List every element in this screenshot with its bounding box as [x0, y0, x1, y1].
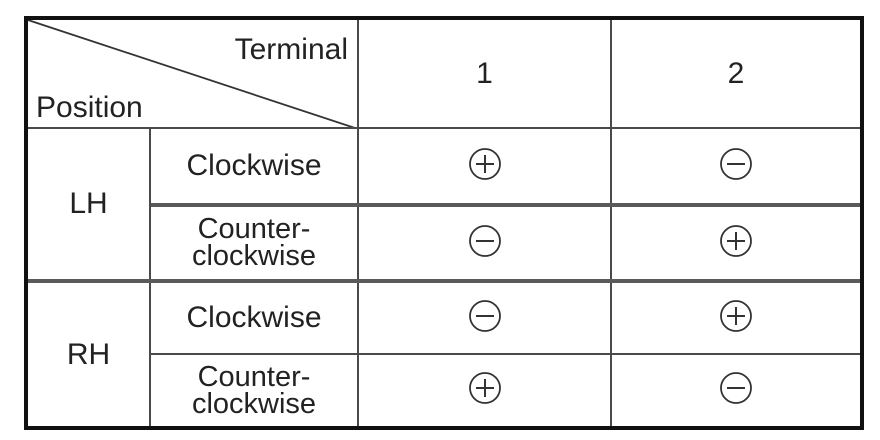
polarity-cell [359, 283, 610, 353]
circled-plus-icon [720, 299, 752, 332]
circled-minus-icon [720, 147, 752, 180]
polarity-cell [359, 207, 610, 279]
rh-row-divider-line [151, 353, 860, 355]
corner-label-terminal: Terminal [208, 30, 348, 70]
circled-plus-icon [468, 372, 501, 404]
position-lh-label: LH [69, 187, 108, 220]
position-rh-label: RH [66, 337, 111, 371]
terminal-2-label: 2 [727, 56, 745, 90]
terminal-divider-line [610, 20, 612, 426]
position-lh-cell: LH [28, 129, 149, 279]
polarity-cell [612, 283, 860, 353]
direction-label: Clockwise [186, 149, 322, 182]
polarity-cell [359, 129, 610, 203]
position-divider-line [149, 129, 151, 426]
circled-plus-icon [720, 224, 752, 257]
polarity-cell [359, 355, 610, 426]
direction-cell: Clockwise [151, 129, 357, 203]
polarity-cell [612, 355, 860, 426]
circled-minus-icon [720, 372, 752, 404]
header-bottom-line [28, 127, 860, 129]
direction-label: Counter- clockwise [191, 213, 317, 272]
polarity-cell [612, 129, 860, 203]
header-diagonal-line [28, 20, 358, 129]
circled-minus-icon [468, 224, 501, 257]
terminal-2-header: 2 [612, 20, 860, 127]
direction-cell: Counter- clockwise [151, 355, 357, 426]
direction-label: Counter- clockwise [191, 360, 317, 420]
circled-minus-icon [468, 299, 501, 332]
direction-label: Clockwise [186, 301, 322, 334]
polarity-table: Terminal Position 1 2 LH RH Clockwise Co… [24, 16, 864, 430]
terminal-header-text: Terminal [234, 33, 348, 66]
circled-plus-icon [468, 147, 501, 180]
direction-cell: Counter- clockwise [151, 207, 357, 279]
direction-cell: Clockwise [151, 283, 357, 353]
polarity-cell [612, 207, 860, 279]
group-divider-line [28, 279, 860, 283]
lh-row-divider-line [151, 203, 860, 207]
position-rh-cell: RH [28, 283, 149, 426]
position-header-text: Position [36, 91, 143, 124]
terminal-1-header: 1 [359, 20, 610, 127]
corner-right-line [357, 20, 359, 426]
corner-label-position: Position [36, 88, 176, 128]
terminal-1-label: 1 [476, 56, 493, 90]
